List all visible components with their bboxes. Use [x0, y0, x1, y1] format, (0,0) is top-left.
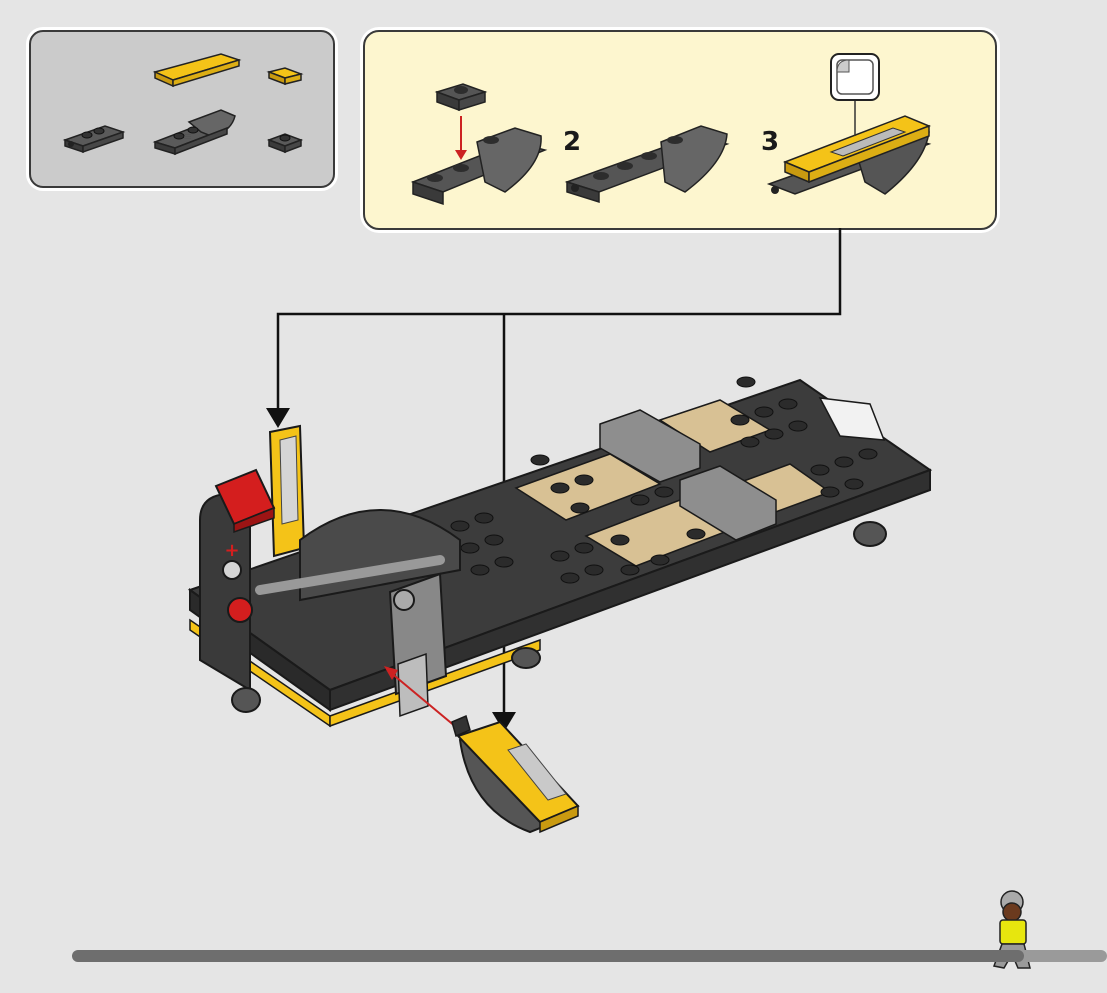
- callout-connector-lines: [278, 228, 840, 716]
- svg-text:+: +: [224, 540, 239, 561]
- sub-step-3-number: 3: [761, 127, 779, 157]
- insertion-arrow: [390, 672, 462, 732]
- arrow-down-icon: [492, 712, 516, 732]
- instruction-progress-bar: [72, 950, 1107, 962]
- yellow-tile-long: [155, 54, 239, 86]
- yellow-tile-small: [269, 68, 301, 84]
- chassis-studs: [451, 377, 877, 583]
- sub-step-3-model: [769, 54, 929, 194]
- chassis-base: [190, 380, 930, 726]
- wheels: [232, 522, 886, 712]
- gray-brackets: [600, 410, 776, 540]
- gray-small-plate: [269, 134, 301, 152]
- gray-hinge-plate: [65, 126, 123, 152]
- progress-fill: [72, 950, 1024, 962]
- sub-steps-illustration: 2 3: [365, 32, 995, 228]
- tan-floor-panels: [516, 400, 830, 566]
- sub-assembly-panel: 2 3: [363, 30, 997, 230]
- arrow-down-icon: [266, 408, 290, 428]
- sub-step-2-model: [567, 126, 727, 202]
- attaching-sub-assembly: [452, 716, 578, 832]
- insertion-arrowhead-icon: [384, 666, 398, 680]
- gray-curved-slope: [155, 110, 235, 154]
- parts-list-panel: ≡: [29, 30, 335, 188]
- parts-illustration: [31, 32, 333, 186]
- sub-step-1-model: [413, 84, 545, 204]
- front-mechanism: +: [200, 426, 460, 716]
- sub-step-2-number: 2: [563, 127, 581, 157]
- parts-count-flag: ≡: [183, 130, 192, 143]
